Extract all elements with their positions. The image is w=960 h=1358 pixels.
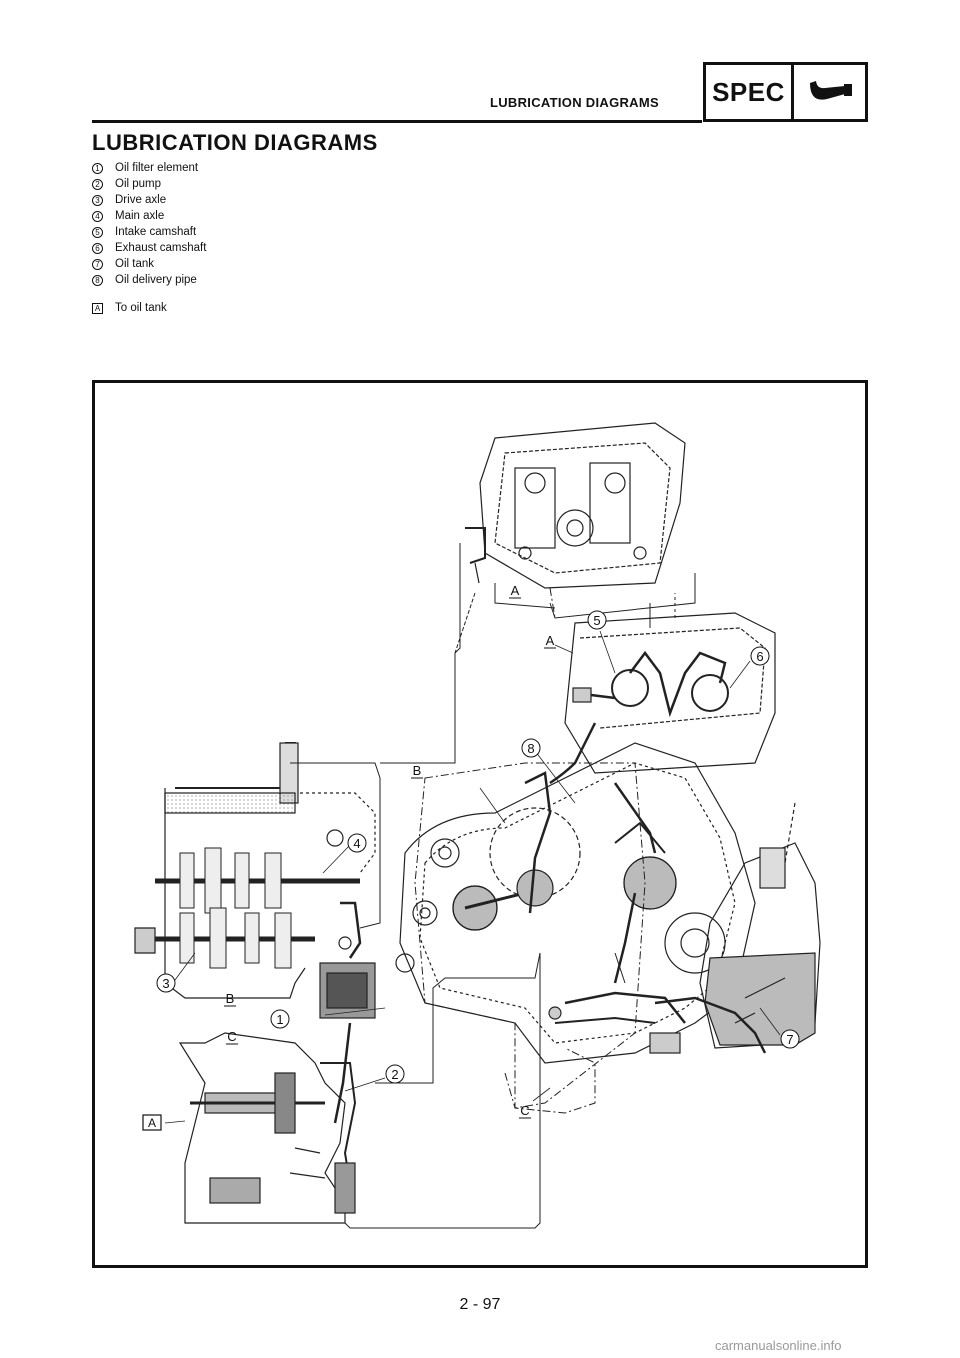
boxed-a-label: A (142, 1114, 162, 1131)
callout-numbers: 1 2 3 4 5 6 7 8 (156, 610, 800, 1084)
label-c-lower: C (520, 1103, 529, 1118)
callout-2: 2 (391, 1067, 398, 1082)
crankcase (395, 722, 756, 1064)
callout-5: 5 (593, 613, 600, 628)
label-c-upper: C (227, 1029, 236, 1044)
label-a-upper: A (511, 583, 520, 598)
callout-4: 4 (353, 836, 360, 851)
header-rule (92, 120, 702, 123)
label-a-lower: A (546, 633, 555, 648)
page-number: 2 - 97 (459, 1296, 501, 1313)
callout-6: 6 (756, 649, 763, 664)
header-section-title: LUBRICATION DIAGRAMS (490, 95, 659, 110)
page-title: LUBRICATION DIAGRAMS (92, 130, 378, 155)
lubrication-diagram: 1 2 3 4 5 6 7 8 A A B B C (92, 380, 868, 1268)
boxed-a-text: A (148, 1116, 156, 1130)
cylinder-head (465, 422, 686, 589)
watermark: carmanualsonline.info (715, 1338, 842, 1353)
label-b-upper: B (413, 763, 422, 778)
oil-tank (649, 802, 821, 1054)
note-key: A (92, 302, 103, 314)
callout-8: 8 (527, 741, 534, 756)
oil-filter-pump (178, 901, 376, 1224)
label-b-lower: B (226, 991, 235, 1006)
camshaft-housing (564, 612, 776, 774)
callout-3: 3 (162, 976, 169, 991)
note-to-oil-tank: A To oil tank (92, 302, 167, 314)
wrench-icon (794, 65, 865, 119)
note-label: To oil tank (115, 302, 167, 314)
spec-box: SPEC (703, 62, 868, 122)
callout-1: 1 (276, 1012, 283, 1027)
spec-label: SPEC (706, 65, 794, 119)
transmission (134, 742, 376, 999)
oil-routing-lines (290, 543, 696, 1229)
letter-labels: A A B B C C (224, 583, 556, 1119)
callout-7: 7 (786, 1032, 793, 1047)
